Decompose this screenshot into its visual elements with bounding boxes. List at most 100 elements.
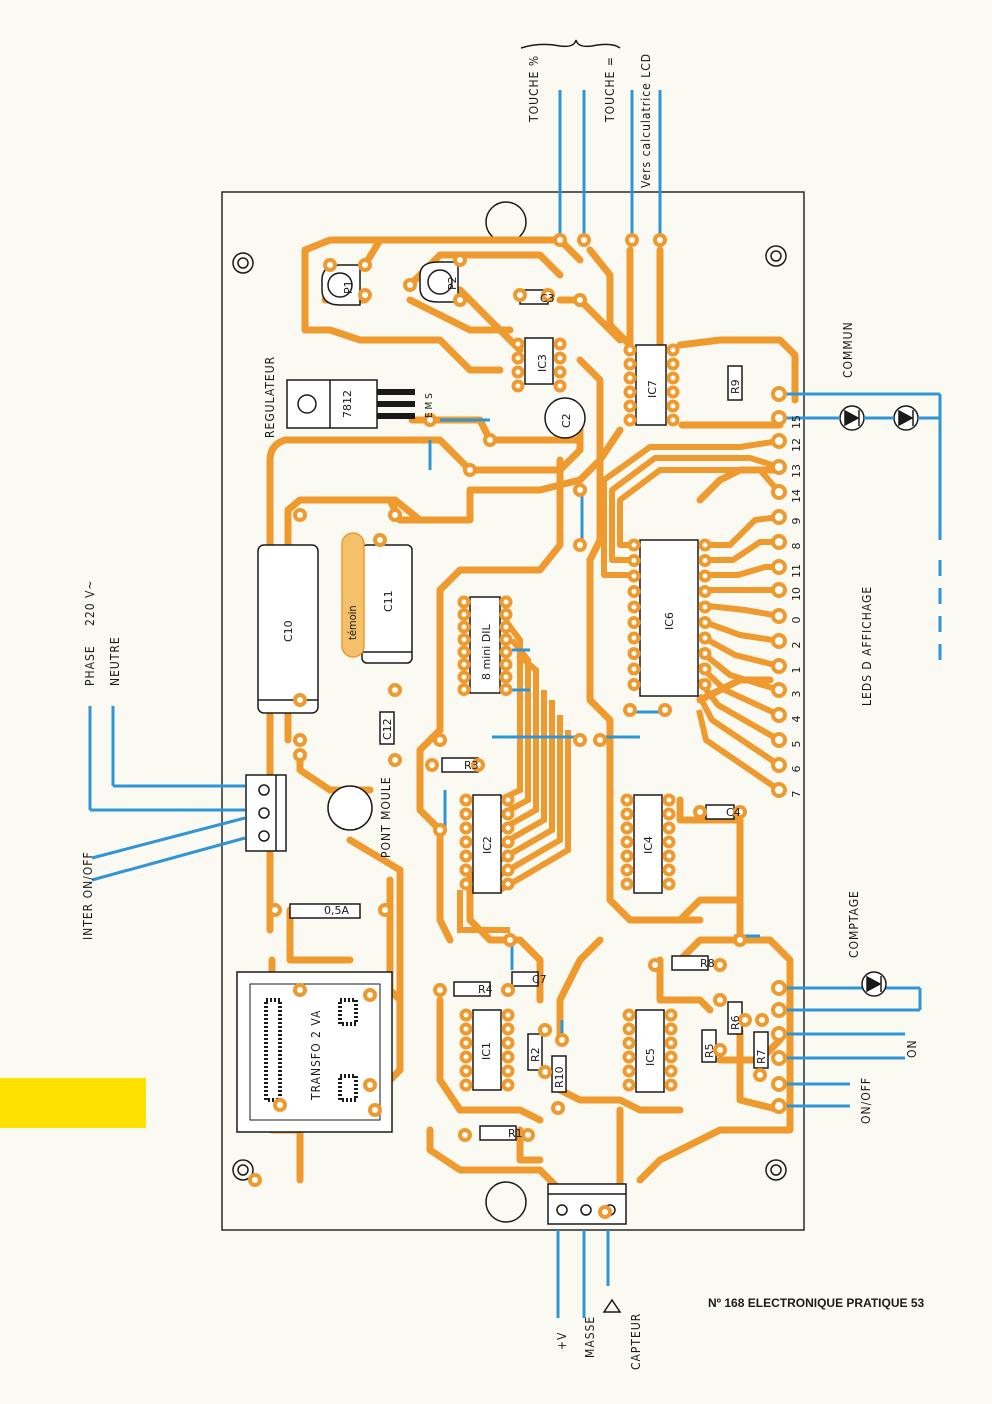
svg-text:IC2: IC2 <box>481 836 494 854</box>
pad <box>627 569 641 583</box>
pad <box>459 1008 473 1022</box>
svg-text:INTER ON/OFF: INTER ON/OFF <box>81 851 95 940</box>
svg-text:0,5A: 0,5A <box>324 904 349 917</box>
svg-text:PONT MOULE: PONT MOULE <box>379 776 393 858</box>
pad <box>622 1036 636 1050</box>
led-number: 3 <box>790 691 803 698</box>
svg-text:R2: R2 <box>529 1047 542 1062</box>
pad <box>662 877 676 891</box>
pad <box>771 484 787 500</box>
pad <box>538 1065 552 1079</box>
pad <box>551 1101 565 1115</box>
svg-text:IC1: IC1 <box>480 1042 493 1060</box>
pad <box>664 1036 678 1050</box>
pad <box>627 631 641 645</box>
pad <box>627 647 641 660</box>
regulator-7812: 7812 <box>286 379 415 429</box>
pad <box>627 600 641 614</box>
pad <box>378 903 392 917</box>
svg-text:témoin: témoin <box>346 605 359 640</box>
svg-text:R10: R10 <box>553 1066 566 1088</box>
ic-packages <box>469 337 699 1093</box>
pad <box>664 1008 678 1022</box>
pad <box>433 823 447 837</box>
pad <box>501 1050 515 1064</box>
pad <box>368 1103 382 1117</box>
pad <box>627 585 641 598</box>
pad <box>713 1043 727 1057</box>
pad <box>501 835 515 849</box>
pad <box>425 758 439 772</box>
pad <box>553 337 567 351</box>
pad <box>573 293 587 307</box>
pad <box>648 958 662 972</box>
pad <box>459 1036 473 1050</box>
pad <box>771 509 787 525</box>
pad <box>666 413 680 427</box>
pad <box>573 483 587 497</box>
pad <box>698 631 712 645</box>
pad <box>499 658 513 671</box>
pad <box>499 683 513 696</box>
pad <box>713 958 727 972</box>
pad <box>499 608 513 621</box>
pad <box>433 983 447 997</box>
brace <box>520 39 621 49</box>
page-footer: Nº 168 ELECTRONIQUE PRATIQUE 53 <box>708 1296 925 1310</box>
pad <box>627 554 641 567</box>
svg-text:MASSE: MASSE <box>583 1316 597 1358</box>
pad <box>483 433 497 447</box>
passives <box>289 289 769 1141</box>
pad <box>771 608 787 624</box>
pad <box>501 1064 515 1078</box>
pad <box>698 569 712 583</box>
pad <box>623 413 637 427</box>
led-number: 5 <box>790 741 803 748</box>
pad <box>293 748 307 762</box>
pad <box>771 1026 787 1042</box>
pad <box>771 658 787 674</box>
pad <box>373 533 387 547</box>
pad <box>541 288 555 302</box>
led-number: 13 <box>790 464 803 478</box>
pad <box>666 357 680 371</box>
svg-text:TRANSFO 2 VA: TRANSFO 2 VA <box>309 1010 323 1101</box>
trimmers <box>321 261 459 306</box>
svg-text:R5: R5 <box>703 1043 716 1058</box>
svg-text:LEDS D AFFICHAGE: LEDS D AFFICHAGE <box>860 586 874 706</box>
pad <box>753 1068 767 1082</box>
pad <box>501 877 515 891</box>
pad <box>459 877 473 891</box>
pad <box>622 1064 636 1078</box>
pad <box>553 365 567 379</box>
led-number: 0 <box>790 617 803 624</box>
bridge-rectifier <box>327 785 373 831</box>
pad <box>358 258 372 272</box>
pad <box>733 933 747 947</box>
pad <box>771 534 787 550</box>
pad <box>593 733 607 747</box>
pad <box>662 793 676 807</box>
pad <box>698 538 712 552</box>
pad <box>273 1098 287 1112</box>
pad <box>623 343 637 357</box>
pad <box>459 1078 473 1092</box>
svg-text:CAPTEUR: CAPTEUR <box>629 1313 643 1370</box>
pad <box>662 863 676 877</box>
svg-text:+V: +V <box>555 1332 569 1350</box>
pad <box>501 863 515 877</box>
pad <box>664 1078 678 1092</box>
pad <box>501 1036 515 1050</box>
pad <box>620 863 634 877</box>
svg-text:TOUCHE =: TOUCHE = <box>603 56 617 123</box>
yellow-page-tab <box>0 1078 146 1128</box>
pad <box>771 433 787 449</box>
svg-text:R6: R6 <box>729 1015 742 1030</box>
svg-text:REGULATEUR: REGULATEUR <box>263 356 277 438</box>
pad <box>622 1078 636 1092</box>
pad <box>627 662 641 676</box>
pad <box>666 385 680 399</box>
blue-wires <box>88 90 942 1318</box>
pad <box>499 620 513 634</box>
